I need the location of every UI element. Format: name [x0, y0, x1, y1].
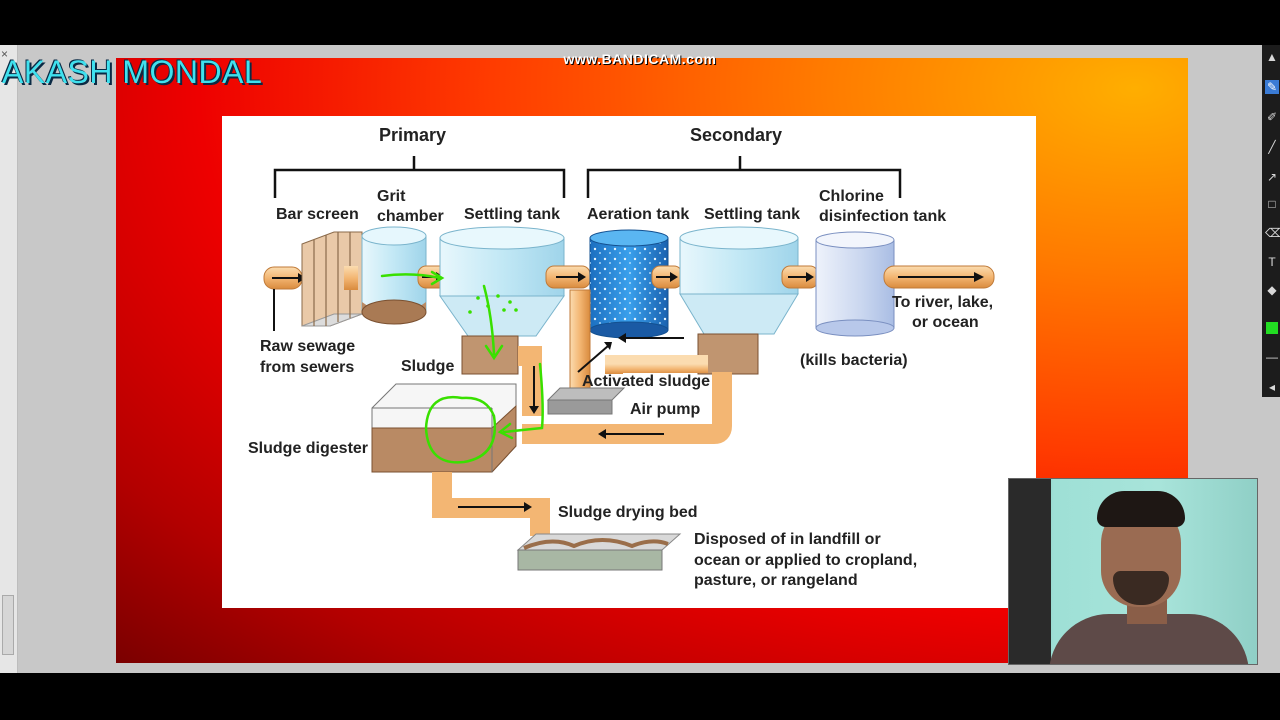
- secondary-header: Secondary: [690, 125, 783, 145]
- outlet-label-line2: or ocean: [912, 314, 979, 331]
- disposal-label-line3: pasture, or rangeland: [694, 572, 858, 589]
- primary-header: Primary: [379, 125, 447, 145]
- letterbox-top: [0, 0, 1280, 45]
- raw-sewage-label-line2: from sewers: [260, 359, 355, 376]
- secondary-settling-tank-label: Settling tank: [704, 206, 801, 223]
- pen-icon[interactable]: ✎: [1265, 80, 1279, 94]
- wastewater-treatment-diagram: Primary Secondary Bar screen Grit chambe…: [222, 116, 1036, 608]
- primary-settling-tank-label: Settling tank: [464, 206, 561, 223]
- recorder-watermark: www.BANDICAM.com: [563, 51, 717, 67]
- highlighter-icon[interactable]: ✐: [1266, 110, 1278, 124]
- scrollbar-thumb[interactable]: [2, 595, 14, 655]
- webcam-overlay: [1008, 478, 1258, 665]
- outlet-label-line1: To river, lake,: [892, 294, 994, 311]
- grit-chamber-label-line1: Grit: [377, 188, 406, 205]
- raw-sewage-label-line1: Raw sewage: [260, 338, 356, 355]
- fill-icon[interactable]: ◆: [1267, 283, 1277, 297]
- line-icon[interactable]: ╱: [1268, 140, 1276, 154]
- eraser-icon[interactable]: ⌫: [1265, 226, 1280, 240]
- minus-icon[interactable]: —: [1266, 350, 1278, 364]
- disposal-label-line1: Disposed of in landfill or: [694, 531, 881, 548]
- kills-bacteria-label: (kills bacteria): [800, 352, 908, 369]
- collapse-icon[interactable]: ◂: [1268, 380, 1276, 394]
- diagram-graphics: [263, 156, 995, 571]
- air-pump-label: Air pump: [630, 401, 701, 418]
- rectangle-icon[interactable]: □: [1268, 197, 1276, 211]
- grit-chamber-label-line2: chamber: [377, 208, 444, 225]
- text-icon[interactable]: T: [1268, 255, 1276, 269]
- chlorine-tank-label-line2: disinfection tank: [819, 208, 947, 225]
- aeration-tank-label: Aeration tank: [587, 206, 690, 223]
- letterbox-bottom: [0, 673, 1280, 720]
- chlorine-tank-label-line1: Chlorine: [819, 188, 884, 205]
- sludge-drying-bed-label: Sludge drying bed: [558, 504, 698, 521]
- webcam-curtain: [1009, 479, 1051, 664]
- slide-panel-strip: [0, 45, 18, 673]
- sludge-label: Sludge: [401, 358, 455, 375]
- presenter-hair: [1097, 491, 1185, 527]
- activated-sludge-label: Activated sludge: [582, 373, 711, 390]
- sludge-digester-label: Sludge digester: [248, 440, 369, 457]
- disposal-label-line2: ocean or applied to cropland,: [694, 552, 918, 569]
- arrow-icon[interactable]: ↗: [1266, 170, 1278, 184]
- presenter-name: AKASH MONDAL: [2, 54, 263, 90]
- color-swatch-icon[interactable]: [1265, 321, 1279, 335]
- bar-screen-label: Bar screen: [276, 206, 359, 223]
- annotation-toolbar: [1262, 45, 1280, 397]
- cursor-icon[interactable]: ▲: [1266, 50, 1278, 64]
- close-panel-icon[interactable]: ×: [1, 47, 9, 61]
